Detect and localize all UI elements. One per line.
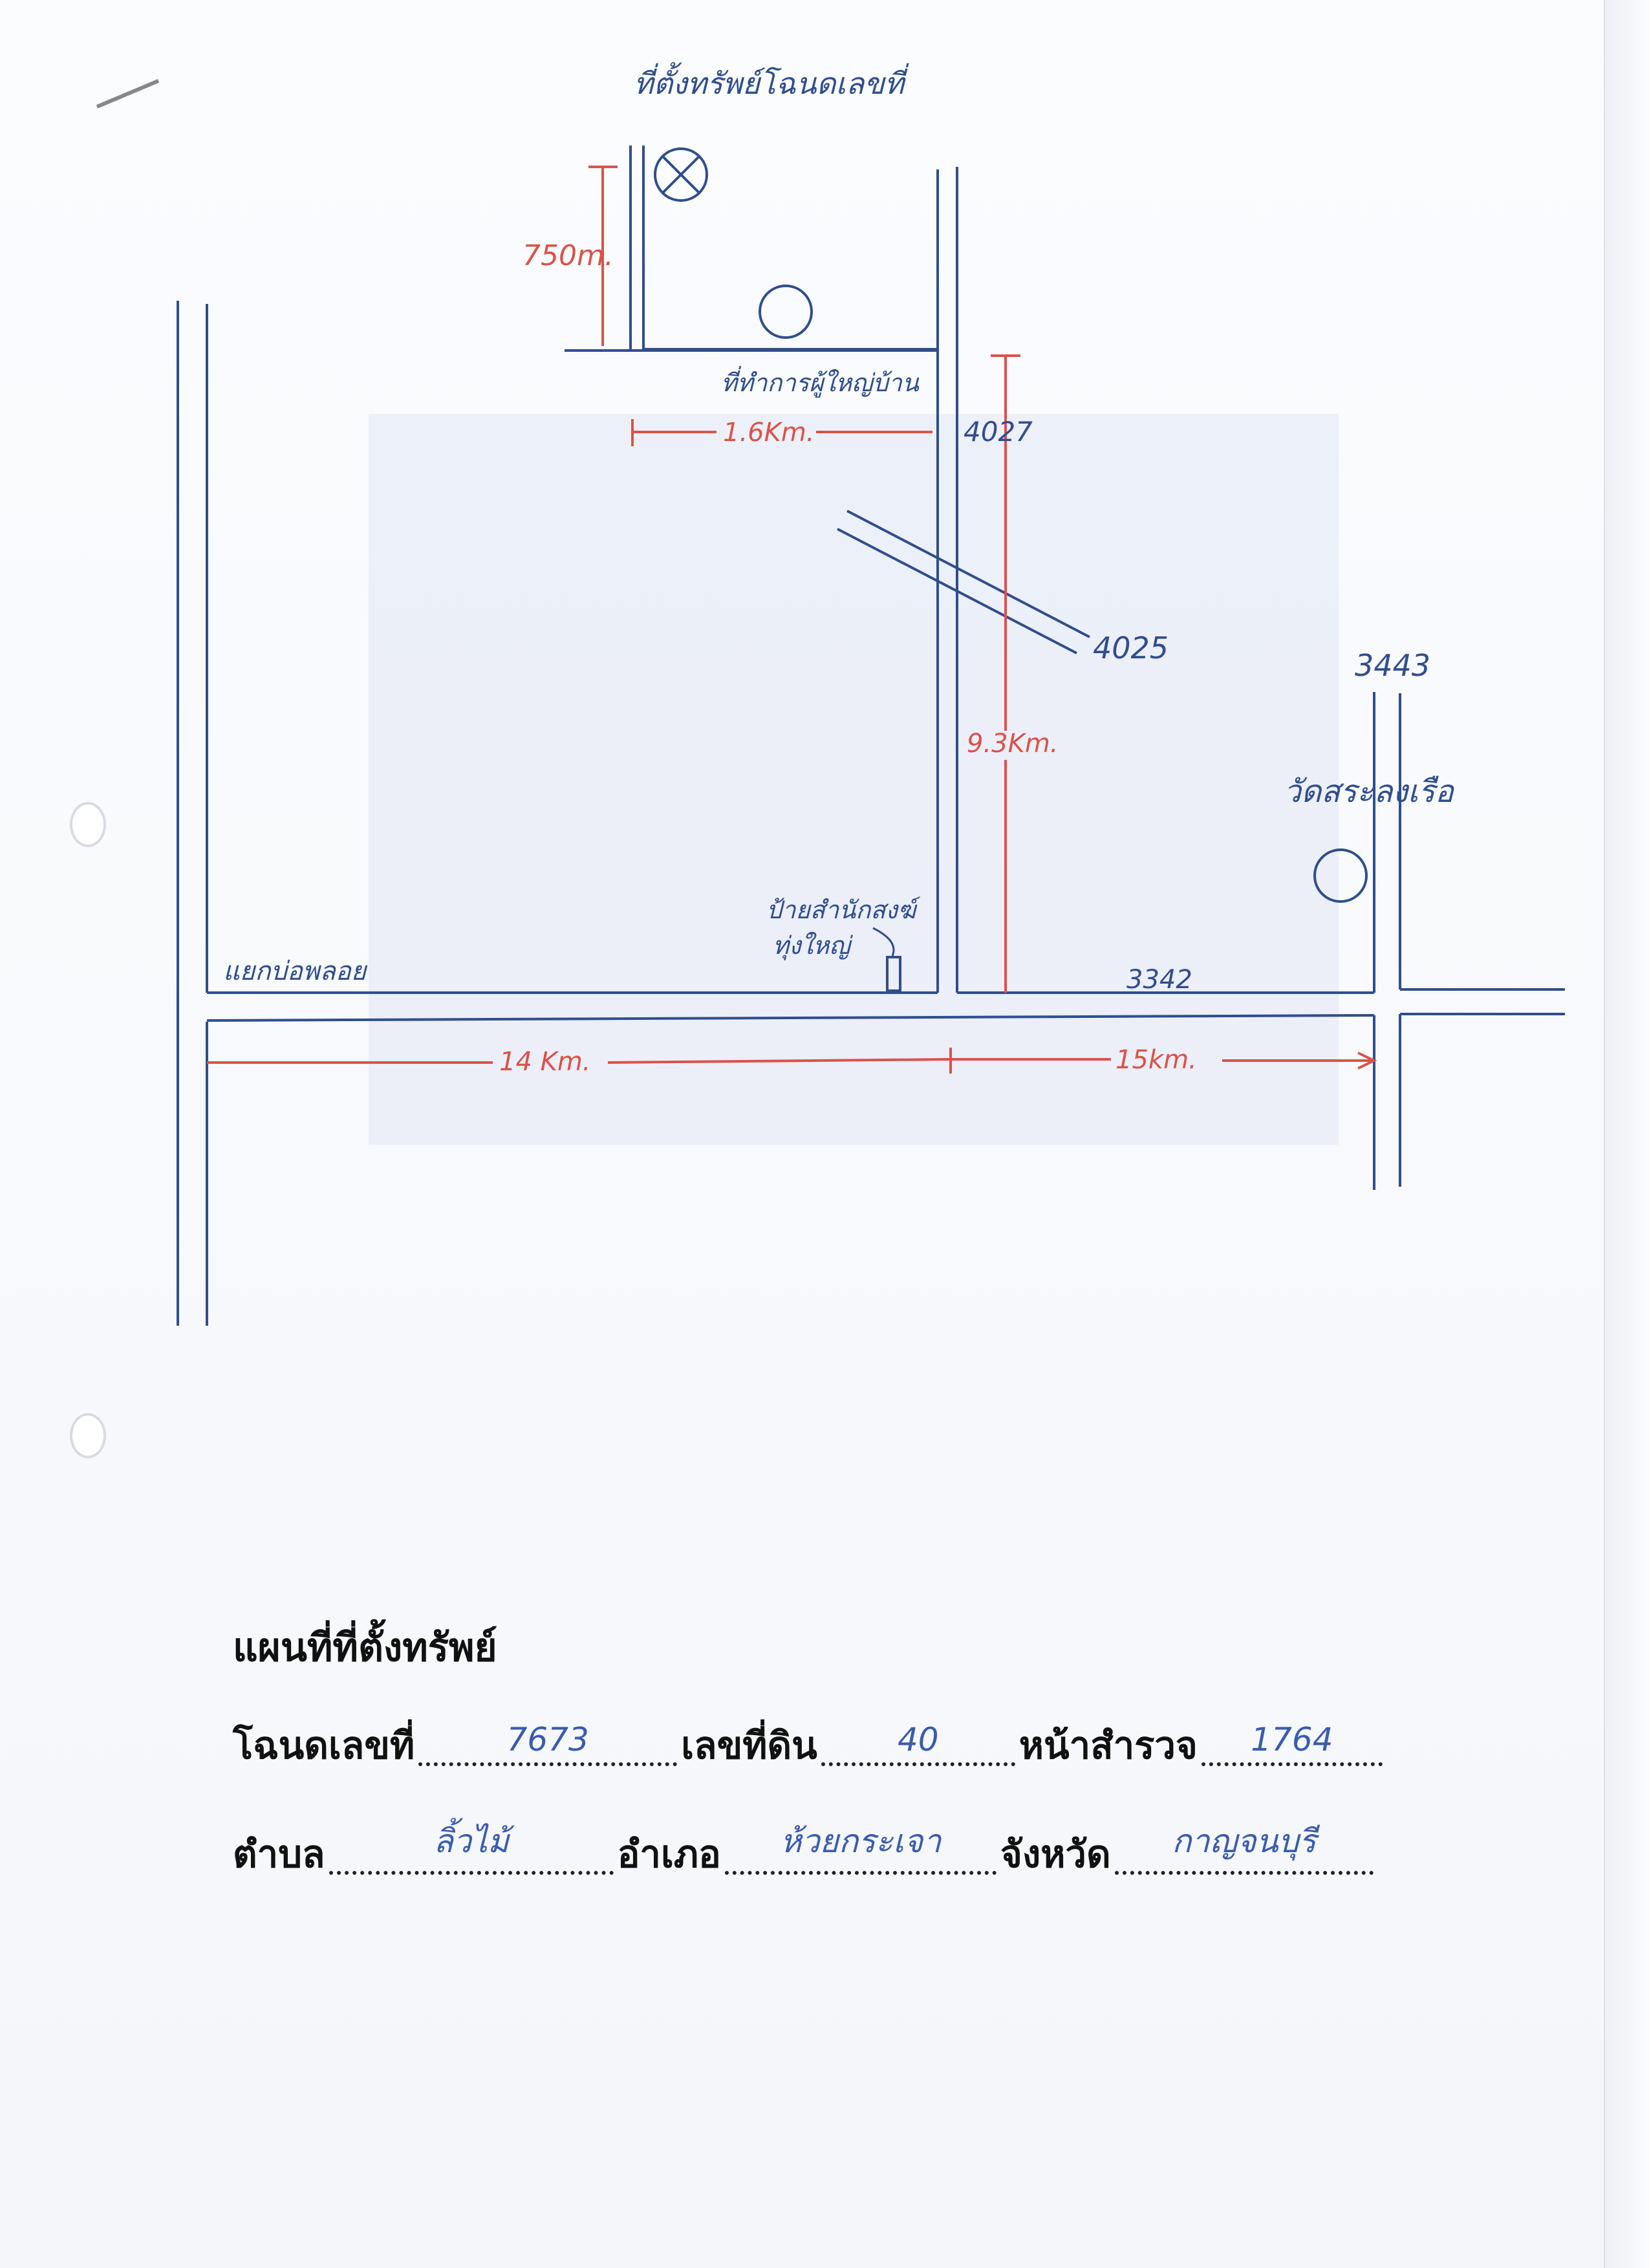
dist-1-6km-label: 1.6Km.: [723, 418, 815, 448]
bus-stop-icon: [886, 956, 901, 992]
district-field: ห้วยกระเจา: [724, 1819, 997, 1875]
bleed-through-shadow: [369, 414, 1339, 1145]
form-row-location: ตำบล ลิ้วไม้ อำเภอ ห้วยกระเจา จังหวัด กา…: [233, 1822, 1461, 1884]
office-label: ที่ทำการผู้ใหญ่บ้าน: [721, 365, 920, 398]
dist-15km-label: 15km.: [1116, 1045, 1197, 1075]
district-label: อำเภอ: [617, 1832, 721, 1876]
office-circle-icon: [759, 285, 813, 339]
road-4027-label: 4027: [964, 416, 1033, 448]
form-title: แผนที่ที่ตั้งทรัพย์: [233, 1625, 497, 1670]
survey-label: หน้าสำรวจ: [1018, 1723, 1198, 1767]
junction-label: แยกบ่อพลอย: [223, 956, 368, 986]
dist-14km-label: 14 Km.: [499, 1047, 591, 1077]
dist-line-14km-right: [607, 1058, 951, 1064]
land-no-value: 40: [897, 1721, 939, 1758]
subdistrict-label: ตำบล: [233, 1832, 325, 1876]
page-right-edge: [1604, 0, 1649, 2268]
dist-9-3km-label: 9.3Km.: [967, 729, 1059, 759]
bus-stop-label-line2: ทุ่งใหญ่: [773, 931, 854, 960]
road-4025-lower: [837, 528, 1077, 654]
land-no-label: เลขที่ดิน: [681, 1723, 817, 1767]
punch-hole-top: [70, 802, 106, 847]
survey-field: 1764: [1201, 1711, 1383, 1766]
dist-750m-label: 750m.: [523, 239, 614, 272]
survey-value: 1764: [1251, 1721, 1333, 1758]
property-form: แผนที่ที่ตั้งทรัพย์ โฉนดเลขที่ 7673 เลขท…: [233, 1617, 1461, 1941]
property-target-icon: [654, 147, 708, 202]
map-title-label: ที่ตั้งทรัพย์โฉนดเลขที่: [634, 62, 909, 101]
temple-circle-icon: [1313, 848, 1368, 903]
bus-stop-arrow-icon: [872, 927, 895, 956]
roads: [177, 146, 1565, 1326]
deed-field: 7673: [418, 1711, 678, 1766]
bus-stop-label-line1: ป้ายสำนักสงฆ์: [766, 896, 921, 924]
land-no-field: 40: [821, 1711, 1015, 1766]
road-3443-label: 3443: [1355, 648, 1430, 683]
road-4025-label: 4025: [1093, 631, 1169, 665]
temple-label: วัดสระลงเรือ: [1284, 773, 1455, 810]
road-3342-bottom: [206, 1014, 1375, 1022]
province-value: กาญจนบุรี: [1172, 1822, 1317, 1860]
subdistrict-field: ลิ้วไม้: [329, 1819, 614, 1875]
province-field: กาญจนบุรี: [1114, 1819, 1374, 1875]
province-label: จังหวัด: [1000, 1832, 1111, 1876]
stray-mark: [96, 79, 160, 109]
district-value: ห้วยกระเจา: [780, 1822, 942, 1860]
subdistrict-value: ลิ้วไม้: [433, 1822, 510, 1860]
deed-label: โฉนดเลขที่: [233, 1723, 415, 1767]
road-3342-label: 3342: [1126, 965, 1192, 995]
punch-hole-bottom: [70, 1413, 106, 1458]
road-4025-upper: [846, 510, 1090, 638]
form-row-deed: โฉนดเลขที่ 7673 เลขที่ดิน 40 หน้าสำรวจ 1…: [233, 1721, 1461, 1775]
deed-value: 7673: [506, 1721, 589, 1758]
distance-lines: [207, 166, 1377, 1074]
